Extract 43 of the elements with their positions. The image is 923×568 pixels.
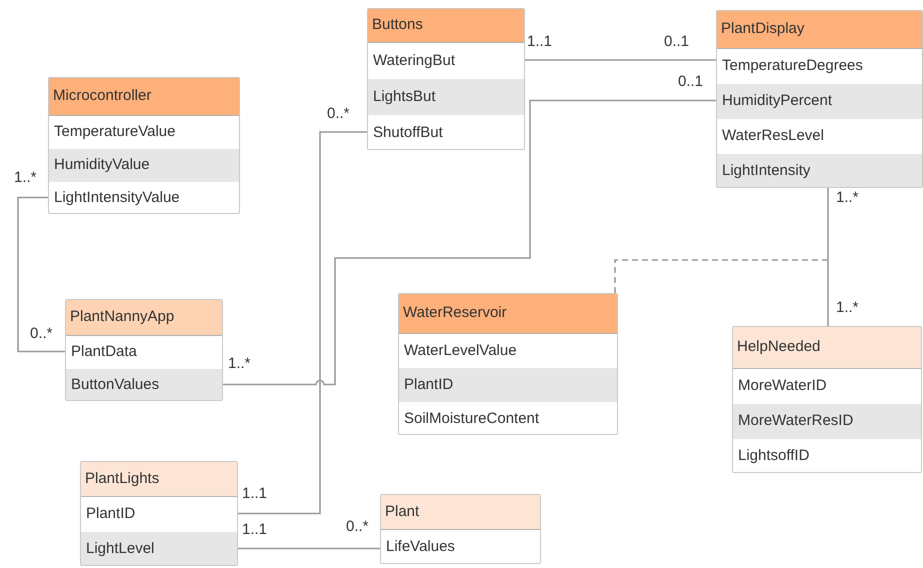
multiplicity-label: 1..1 [242, 486, 268, 501]
multiplicity-label: 0..* [30, 326, 53, 341]
multiplicity-label: 1..* [228, 356, 251, 371]
association-line [223, 100, 716, 386]
multiplicity-label: 0..1 [664, 34, 690, 49]
attribute-row: ButtonValues [66, 369, 222, 400]
class-header: HelpNeeded [733, 327, 921, 369]
class-header: PlantNannyApp [66, 300, 222, 336]
class-box [380, 494, 541, 564]
class-box [367, 8, 525, 150]
class-box [48, 77, 240, 214]
attribute-row: HumidityValue [49, 149, 239, 182]
class-box [716, 10, 923, 188]
multiplicity-label: 1..* [836, 300, 859, 315]
multiplicity-label: 0..* [346, 519, 369, 534]
attribute-row: LightLevel [81, 532, 237, 565]
class-header: Plant [381, 495, 540, 530]
multiplicity-label: 1..1 [242, 522, 268, 537]
class-box [732, 326, 922, 473]
multiplicity-label: 1..* [14, 170, 37, 185]
attribute-row: LightIntensity [717, 154, 922, 187]
attribute-row: LightsBut [368, 79, 524, 115]
class-header: WaterReservoir [399, 294, 617, 334]
class-header: PlantLights [81, 462, 237, 497]
class-box [80, 461, 238, 566]
class-header: Microcontroller [49, 78, 239, 116]
class-header: Buttons [368, 9, 524, 43]
association-line [827, 188, 829, 326]
association-line [17, 196, 65, 352]
multiplicity-label: 1..* [836, 190, 859, 205]
association-line [238, 548, 380, 550]
association-line [525, 59, 716, 61]
class-box [398, 293, 618, 435]
multiplicity-label: 1..1 [527, 34, 552, 49]
association-line [238, 131, 367, 514]
multiplicity-label: 0..1 [678, 74, 704, 89]
attribute-row: HumidityPercent [717, 84, 922, 119]
association-class-link [614, 259, 827, 293]
class-box [65, 299, 223, 401]
multiplicity-label: 0..* [327, 106, 350, 121]
attribute-row: PlantID [399, 368, 617, 402]
attribute-row: MoreWaterResID [733, 404, 921, 439]
class-header: PlantDisplay [717, 11, 922, 49]
